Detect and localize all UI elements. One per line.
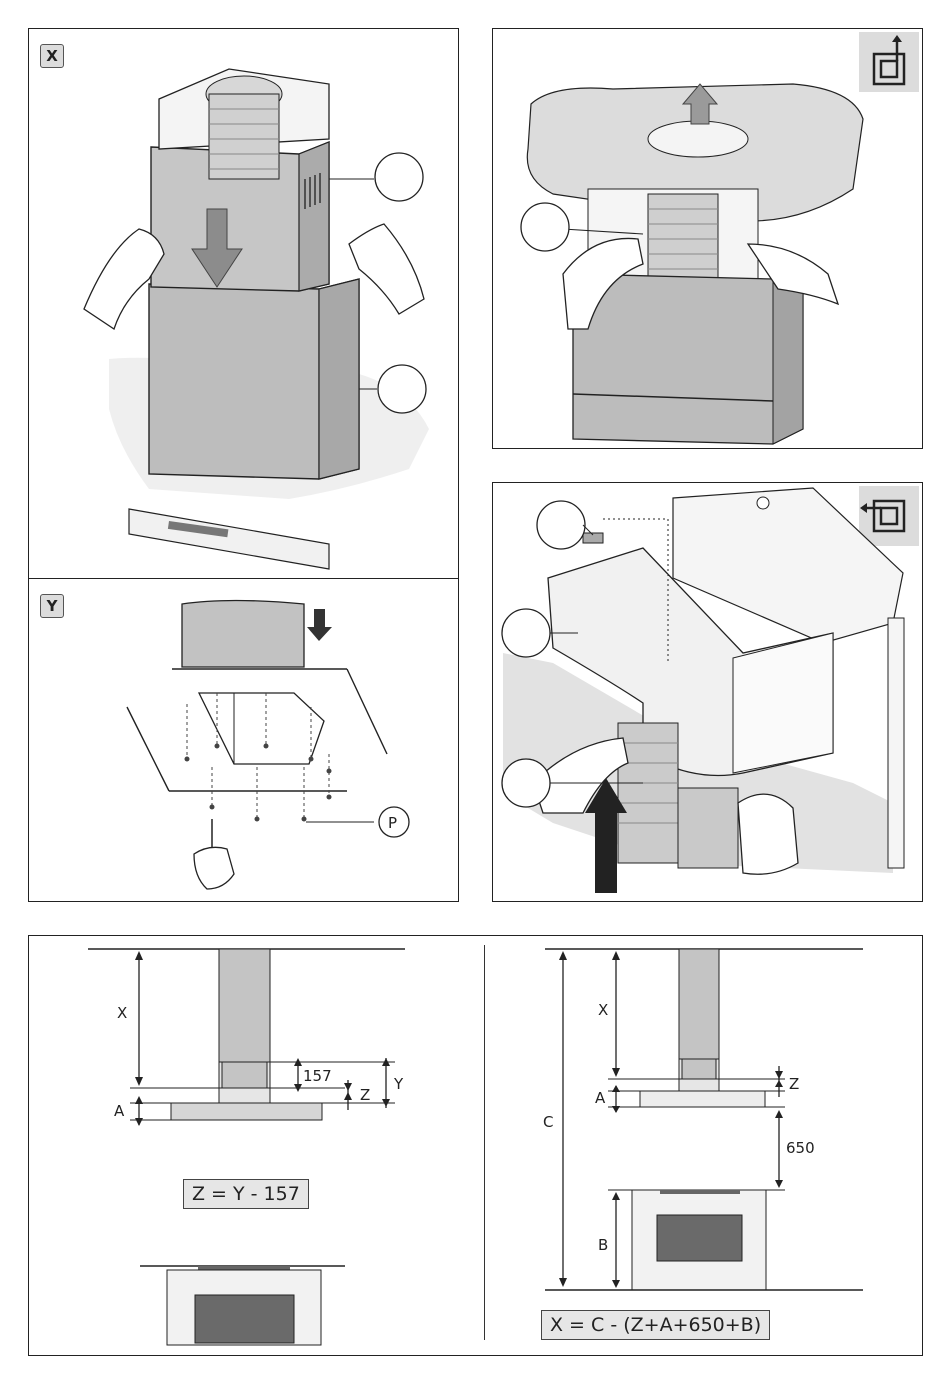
panel-y-bracket-fixing: Y P	[28, 578, 459, 902]
panel-divider	[484, 945, 485, 1340]
left-formula: Z = Y - 157	[183, 1179, 309, 1209]
ceiling-bracket-illustration: P	[29, 579, 460, 903]
right-formula: X = C - (Z+A+650+B)	[541, 1310, 770, 1340]
p-callout-label: P	[388, 814, 397, 832]
panel-duct-ceiling-exhaust	[492, 28, 923, 449]
panel-duct-rear-outlet	[492, 482, 923, 902]
elbow-duct-illustration	[493, 483, 924, 903]
chimney-assembly-illustration	[29, 29, 460, 580]
panel-dimension-diagram	[28, 935, 923, 1356]
duct-ceiling-illustration	[493, 29, 924, 450]
panel-x-chimney-install: X	[28, 28, 459, 579]
